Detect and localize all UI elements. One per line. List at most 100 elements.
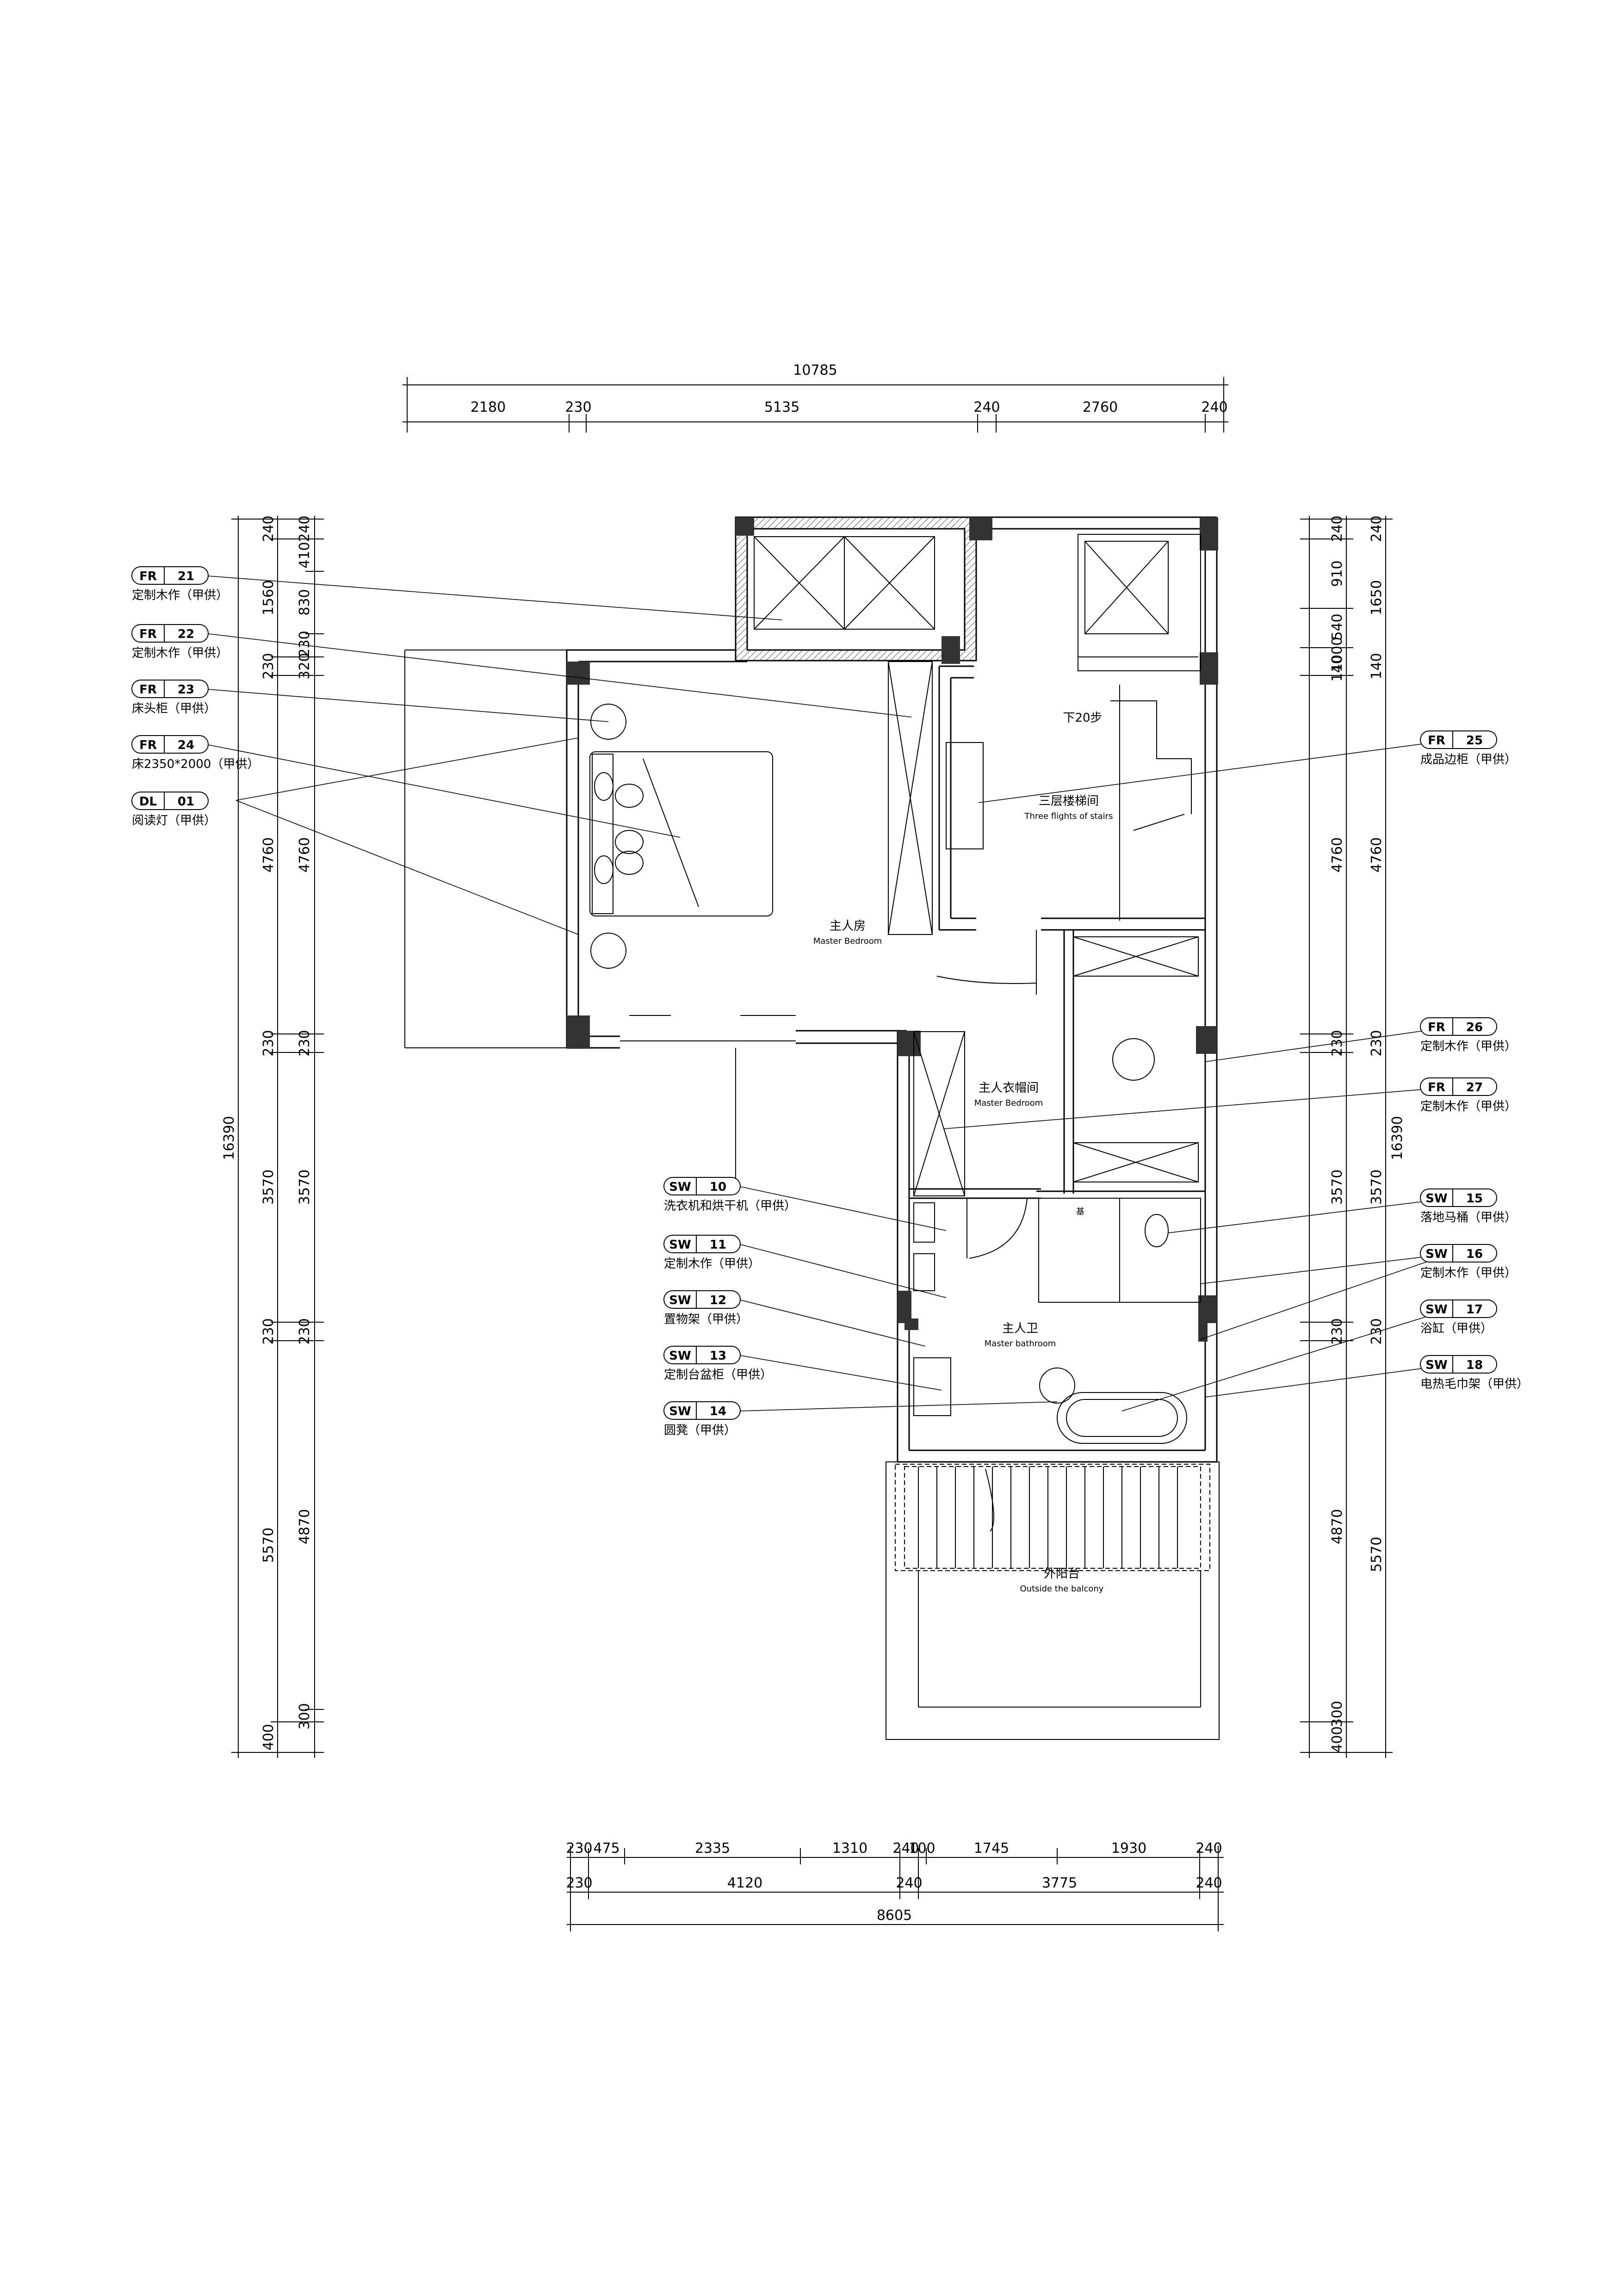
svg-text:FR: FR — [139, 683, 157, 697]
svg-text:SW: SW — [669, 1349, 691, 1363]
tag-fr-25: FR 25 成品边柜（甲供） — [1420, 730, 1517, 767]
right-outer-dim-4: 4760 — [1369, 837, 1385, 873]
bottom-r2-dim-3: 240 — [896, 1875, 922, 1891]
left-inner-dim-8: 3570 — [297, 1170, 313, 1205]
right-outer-dim-1: 240 — [1369, 515, 1385, 542]
svg-text:10: 10 — [710, 1180, 726, 1194]
svg-text:FR: FR — [1428, 1021, 1445, 1034]
left-inner-dim-6: 4760 — [297, 837, 313, 873]
tag-fr-27: FR 27 定制木作（甲供） — [1420, 1077, 1517, 1114]
right-inner-dim-9: 230 — [1329, 1318, 1345, 1344]
svg-text:SW: SW — [669, 1405, 691, 1418]
bottom-r2-dim-2: 4120 — [727, 1875, 762, 1891]
bottom-r1-dim-9: 240 — [1196, 1840, 1222, 1857]
left-inner-dim-11: 300 — [297, 1703, 313, 1729]
svg-text:26: 26 — [1466, 1021, 1483, 1034]
svg-text:定制台盆柜（甲供）: 定制台盆柜（甲供） — [664, 1368, 772, 1382]
right-inner-dim-11: 400 — [1329, 1726, 1345, 1752]
svg-text:16: 16 — [1466, 1247, 1483, 1261]
left-outer-dim-8: 5570 — [260, 1528, 277, 1563]
room-master-bedroom-en: Master Bedroom — [813, 936, 882, 946]
bottom-r1-dim-2: 475 — [593, 1840, 619, 1857]
svg-text:定制木作（甲供）: 定制木作（甲供） — [132, 588, 228, 602]
svg-text:14: 14 — [710, 1405, 726, 1418]
right-outer-dim-8: 5570 — [1369, 1537, 1385, 1572]
stair-steps-note: 下20步 — [1063, 711, 1102, 725]
top-dim-3: 5135 — [764, 399, 799, 415]
right-outer-dim-3: 140 — [1369, 653, 1385, 679]
tag-sw-13: SW 13 定制台盆柜（甲供） — [663, 1346, 772, 1382]
left-outer-dim-1: 240 — [260, 515, 277, 542]
right-inner-dim-5: 140 — [1329, 655, 1345, 681]
svg-text:定制木作（甲供）: 定制木作（甲供） — [1420, 1266, 1517, 1280]
tag-fr-24: FR 24 床2350*2000（甲供） — [131, 735, 259, 771]
right-outer-dim-7: 230 — [1369, 1318, 1385, 1344]
right-inner-dim-4: 1000 — [1329, 637, 1345, 672]
plan-furniture — [404, 534, 1201, 1444]
tag-sw-17: SW 17 浴缸（甲供） — [1420, 1300, 1497, 1336]
bottom-r2-dim-5: 240 — [1196, 1875, 1222, 1891]
svg-text:FR: FR — [139, 569, 157, 583]
bottom-total-dim: 8605 — [877, 1907, 912, 1924]
right-inner-dim-12: 300 — [1329, 1701, 1345, 1727]
right-outer-dim-5: 230 — [1369, 1030, 1385, 1056]
svg-text:浴缸（甲供）: 浴缸（甲供） — [1420, 1322, 1493, 1336]
room-closet-en: Master Bedroom — [974, 1098, 1043, 1108]
left-inner-dim-3: 830 — [297, 589, 313, 615]
tag-sw-14: SW 14 圆凳（甲供） — [663, 1401, 741, 1437]
svg-text:SW: SW — [669, 1180, 691, 1194]
left-inner-dim-1: 240 — [297, 515, 313, 542]
bottom-r1-dim-4: 1310 — [832, 1840, 867, 1857]
right-inner-dim-1: 240 — [1329, 515, 1345, 542]
tag-sw-18: SW 18 电热毛巾架（甲供） — [1420, 1355, 1529, 1391]
left-dimension-chain — [231, 516, 324, 1758]
svg-text:18: 18 — [1466, 1358, 1483, 1372]
bottom-r1-dim-6: 100 — [909, 1840, 935, 1857]
svg-text:洗衣机和烘干机（甲供）: 洗衣机和烘干机（甲供） — [664, 1199, 796, 1213]
svg-text:27: 27 — [1466, 1081, 1483, 1095]
left-outer-dim-6: 3570 — [260, 1170, 277, 1205]
bottom-r1-dim-1: 230 — [566, 1840, 592, 1857]
right-outer-dim-2: 1650 — [1369, 580, 1385, 615]
plan-walls — [566, 516, 1218, 1463]
top-dim-6: 240 — [1201, 399, 1227, 415]
left-outer-dim-7: 230 — [260, 1318, 277, 1344]
svg-text:SW: SW — [1425, 1358, 1447, 1372]
right-outer-dim-6: 3570 — [1369, 1170, 1385, 1205]
left-inner-dim-2: 410 — [297, 542, 313, 568]
svg-text:FR: FR — [1428, 1081, 1445, 1095]
svg-text:17: 17 — [1466, 1303, 1483, 1317]
left-inner-dim-4: 230 — [297, 631, 313, 657]
right-inner-dim-10: 4870 — [1329, 1509, 1345, 1544]
svg-text:SW: SW — [1425, 1192, 1447, 1206]
svg-text:定制木作（甲供）: 定制木作（甲供） — [132, 646, 228, 660]
left-outer-dim-2: 1560 — [260, 580, 277, 615]
svg-text:阅读灯（甲供）: 阅读灯（甲供） — [132, 814, 216, 828]
bottom-r1-dim-7: 1745 — [974, 1840, 1009, 1857]
svg-text:电热毛巾架（甲供）: 电热毛巾架（甲供） — [1420, 1377, 1529, 1391]
tag-sw-12: SW 12 置物架（甲供） — [663, 1290, 748, 1326]
top-total-dim: 10785 — [793, 362, 837, 378]
room-master-bedroom-cn: 主人房 — [830, 919, 866, 933]
svg-text:23: 23 — [178, 683, 194, 697]
svg-text:FR: FR — [139, 627, 157, 641]
svg-text:SW: SW — [669, 1293, 691, 1307]
room-stair-cn: 三层楼梯间 — [1039, 794, 1099, 808]
tag-sw-15: SW 15 落地马桶（甲供） — [1420, 1188, 1517, 1225]
room-bathroom-cn: 主人卫 — [1002, 1322, 1038, 1336]
svg-text:床2350*2000（甲供）: 床2350*2000（甲供） — [132, 757, 259, 771]
bottom-r1-dim-8: 1930 — [1111, 1840, 1146, 1857]
svg-text:21: 21 — [178, 569, 194, 583]
svg-text:SW: SW — [669, 1238, 691, 1252]
room-balcony-en: Outside the balcony — [1020, 1584, 1104, 1594]
left-inner-dim-10: 4870 — [297, 1509, 313, 1544]
svg-text:11: 11 — [710, 1238, 726, 1252]
fixture-small-label: 基 — [1076, 1207, 1084, 1217]
left-total-dim: 16390 — [221, 1116, 237, 1160]
svg-text:成品边柜（甲供）: 成品边柜（甲供） — [1420, 753, 1517, 767]
room-bathroom-en: Master bathroom — [985, 1339, 1056, 1349]
right-inner-dim-2: 910 — [1329, 560, 1345, 587]
svg-text:圆凳（甲供）: 圆凳（甲供） — [664, 1423, 736, 1437]
svg-text:01: 01 — [178, 795, 194, 809]
